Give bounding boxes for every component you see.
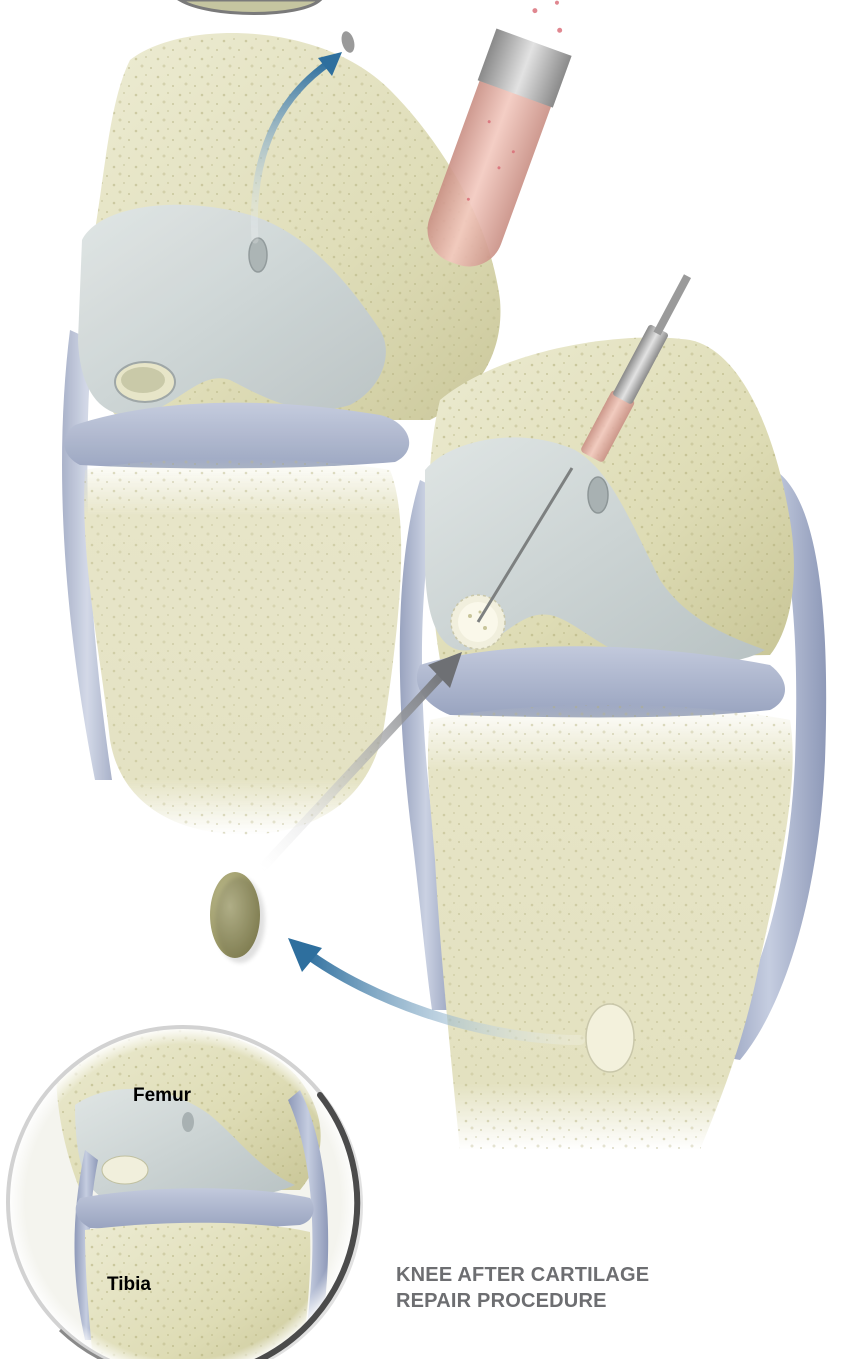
test-tube-icon <box>416 0 596 277</box>
inset-magnifier <box>0 1020 370 1359</box>
tibia-label: Tibia <box>107 1274 151 1296</box>
caption-line-2: REPAIR PROCEDURE <box>396 1288 776 1314</box>
figure-caption: KNEE AFTER CARTILAGE REPAIR PROCEDURE <box>396 1262 776 1314</box>
biopsy-fragment <box>339 30 356 54</box>
dish-fragment <box>180 0 320 14</box>
femur-label: Femur <box>133 1085 191 1107</box>
caption-line-1: KNEE AFTER CARTILAGE <box>396 1262 776 1288</box>
